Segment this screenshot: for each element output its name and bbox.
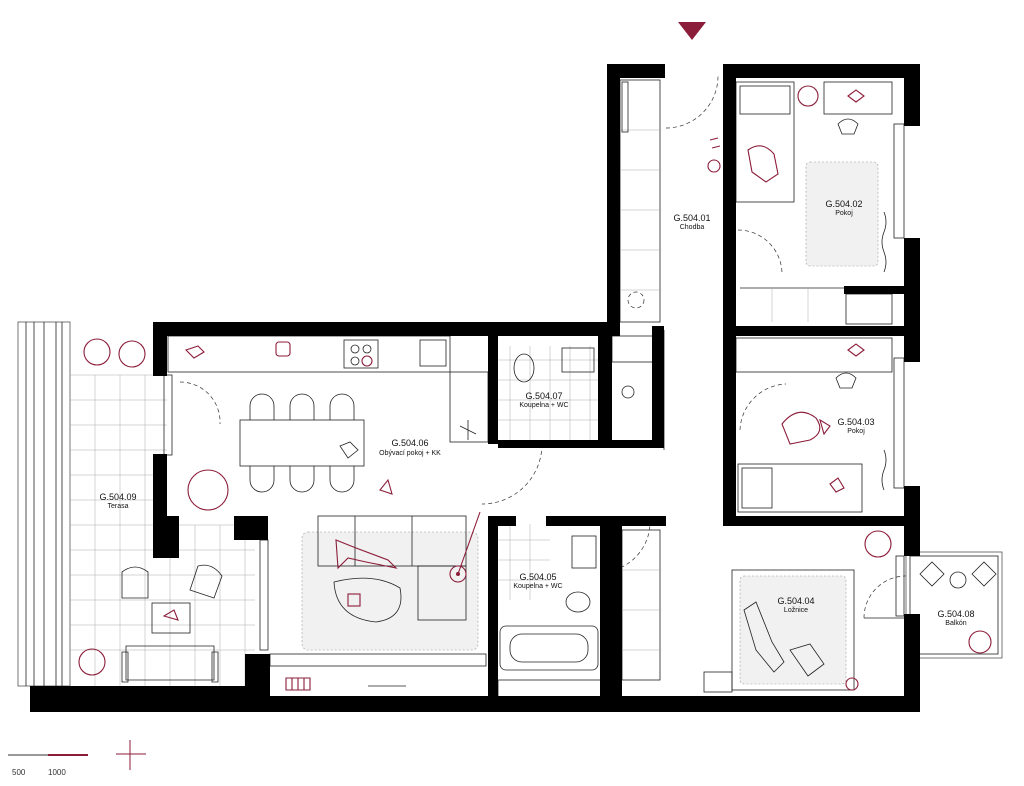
sink-icon [419,339,447,367]
bedroom-room-02 [735,81,893,325]
scale-bar: 500 1000 [8,740,146,777]
desk [823,81,893,115]
pillow-icon [789,643,825,677]
rug [301,531,479,651]
table-icon [151,602,191,634]
sofa [317,515,467,567]
chair-icon [971,561,997,587]
room-code-08: G.504.08 [937,609,974,619]
room-code-06: G.504.06 [391,438,428,448]
book-icon [347,593,361,607]
room-code-05: G.504.05 [519,572,556,582]
scale-label-1000: 1000 [48,768,66,777]
kitchen-counter [167,335,451,373]
laptop-icon [847,343,865,357]
fridge [449,371,489,443]
toy-icon [829,477,845,493]
person-icon [335,539,398,570]
bag-icon [339,441,359,459]
chair-icon [919,561,945,587]
double-bed [731,569,855,691]
room-code-04: G.504.04 [777,596,814,606]
drain-icon [621,385,635,399]
chair-icon [837,118,859,135]
table-icon [949,571,967,589]
washbasin-icon [561,347,595,373]
chair-icon [835,372,857,389]
rug [805,161,879,267]
windows [163,123,905,651]
toy-icon [819,418,831,436]
plant-icon [78,648,106,676]
walls [30,64,920,712]
washbasin-icon [571,535,597,569]
floor-lamp-icon [449,565,467,583]
cooktop-icon [343,339,379,369]
room-code-01: G.504.01 [673,213,710,223]
plant-icon [797,85,819,107]
coffee-table [333,577,402,623]
chair-icon [189,564,223,599]
room-name-09: Terasa [107,503,128,510]
bedroom-room-04 [621,529,909,693]
toy-icon [707,159,721,173]
stool-icon [627,291,645,309]
room-name-07: Koupelna + WC [519,402,568,409]
cat-icon [379,478,393,495]
plant-icon [118,340,146,368]
plant-icon [864,530,892,558]
dining-table [239,419,365,467]
plant-icon [187,469,229,511]
room-code-09: G.504.09 [99,492,136,502]
toilet-icon [565,591,591,613]
room-code-02: G.504.02 [825,199,862,209]
person-icon [743,601,785,673]
room-code-07: G.504.07 [525,391,562,401]
slippers-icon [709,137,721,149]
clock-icon [845,677,859,691]
room-name-04: Ložnice [784,607,808,614]
bathroom-07 [498,335,657,440]
bed [737,463,863,513]
wardrobe [619,79,661,323]
radiator-icon [285,677,311,691]
room-name-06: Obývací pokoj + KK [379,450,441,457]
person-icon [747,145,779,183]
bird-icon [162,609,179,621]
bowl-icon [184,345,205,359]
bed [735,81,795,203]
bathroom-05 [497,524,609,699]
room-code-03: G.504.03 [837,417,874,427]
room-name-05: Koupelna + WC [513,583,562,590]
room-name-02: Pokoj [835,210,853,217]
plant-icon [968,630,992,654]
room-name-01: Chodba [680,224,705,231]
room-name-08: Balkón [945,620,967,627]
terrace-area [17,321,255,687]
scale-label-500: 500 [12,768,26,777]
chair-icon [121,566,149,599]
plant-icon [83,338,111,366]
laptop-icon [847,89,865,103]
living-room [167,335,489,691]
balcony [905,551,1003,659]
triangle-down-icon [678,22,706,40]
bathtub-icon [499,625,599,671]
person-icon [781,411,821,445]
room-labels: G.504.01 Chodba G.504.02 Pokoj G.504.03 … [99,199,974,627]
room-name-03: Pokoj [847,428,865,435]
toilet-icon [513,353,535,383]
bench-icon [121,645,219,683]
wardrobe [621,529,661,681]
mixer-icon [275,341,291,357]
